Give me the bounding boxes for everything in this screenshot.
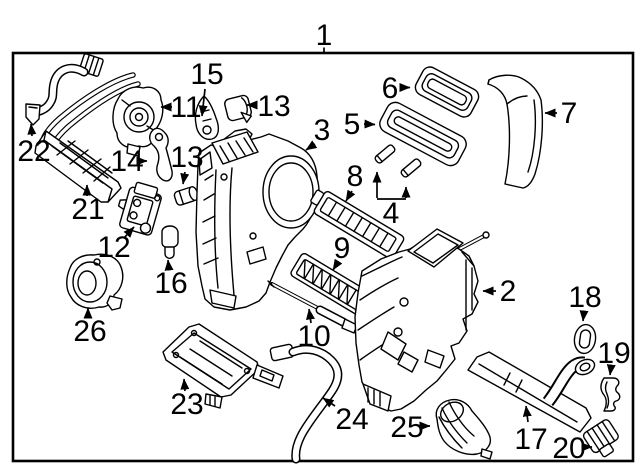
callout-2-label[interactable]: 2 — [500, 275, 517, 308]
callout-2[interactable]: 2 — [482, 275, 517, 308]
part-21-heater-core-drawing — [34, 130, 122, 203]
callout-18[interactable]: 18 — [568, 281, 602, 322]
callout-13a[interactable]: 13 — [246, 90, 291, 123]
callout-7-label[interactable]: 7 — [561, 97, 578, 130]
callout-23-label[interactable]: 23 — [170, 388, 203, 421]
part-26-cover-drawing — [66, 253, 124, 311]
part-10-rod-drawing — [267, 280, 358, 334]
callout-11[interactable]: 11 — [160, 91, 202, 124]
part-3-case-left-drawing — [195, 128, 320, 311]
callout-5-label[interactable]: 5 — [344, 108, 361, 141]
callout-5[interactable]: 5 — [344, 108, 376, 141]
callout-22-label[interactable]: 22 — [17, 135, 50, 168]
part-14-lever-drawing — [149, 127, 173, 182]
callout-4-label[interactable]: 4 — [383, 197, 400, 230]
part-23-lower-case-drawing — [162, 323, 284, 409]
part-5-seal-drawing — [379, 101, 467, 167]
callout-9-label[interactable]: 9 — [334, 232, 351, 265]
callout-7[interactable]: 7 — [544, 97, 578, 130]
part-6-seal-drawing — [414, 66, 480, 118]
callout-4[interactable]: 4 — [372, 171, 411, 230]
callout-18-label[interactable]: 18 — [568, 281, 601, 314]
callout-21-label[interactable]: 21 — [71, 193, 104, 226]
callout-11-label[interactable]: 11 — [170, 91, 201, 124]
callout-13a-label[interactable]: 13 — [257, 90, 290, 123]
callout-16-label[interactable]: 16 — [154, 267, 187, 300]
callout-20-label[interactable]: 20 — [552, 432, 585, 465]
callout-13b[interactable]: 13 — [170, 141, 204, 185]
callout-12-label[interactable]: 12 — [97, 231, 130, 264]
callout-1[interactable]: 1 — [316, 19, 333, 54]
callout-22[interactable]: 22 — [17, 123, 51, 168]
callout-23[interactable]: 23 — [170, 378, 204, 421]
callout-25-label[interactable]: 25 — [390, 411, 423, 444]
callout-14[interactable]: 14 — [110, 145, 148, 178]
callout-19[interactable]: 19 — [597, 337, 631, 376]
callout-6[interactable]: 6 — [382, 72, 411, 105]
callout-3[interactable]: 3 — [305, 114, 331, 151]
callout-10-label[interactable]: 10 — [297, 320, 330, 353]
part-16-clip-drawing — [161, 225, 179, 259]
callout-14-label[interactable]: 14 — [110, 145, 143, 178]
callout-6-label[interactable]: 6 — [382, 72, 399, 105]
callout-17[interactable]: 17 — [514, 405, 548, 456]
callout-8-label[interactable]: 8 — [347, 160, 364, 193]
part-7-duct-drawing — [487, 74, 544, 189]
part-4-seal-strips-drawing — [374, 144, 422, 178]
part-2-case-right-drawing — [354, 228, 490, 412]
callout-15[interactable]: 15 — [190, 58, 224, 117]
callout-26[interactable]: 26 — [73, 307, 107, 348]
part-25-duct-cover-drawing — [435, 398, 493, 460]
part-17-floor-duct-drawing — [467, 351, 596, 433]
callout-10[interactable]: 10 — [297, 308, 331, 353]
callout-17-label[interactable]: 17 — [514, 423, 547, 456]
callout-3-label[interactable]: 3 — [314, 114, 331, 147]
part-13-grommet-2-drawing — [173, 186, 199, 206]
callout-12[interactable]: 12 — [97, 226, 135, 264]
part-19-clip-drawing — [600, 377, 621, 412]
callout-8[interactable]: 8 — [345, 160, 364, 202]
callout-26-label[interactable]: 26 — [73, 315, 106, 348]
diagram-border — [11, 51, 635, 463]
part-24-drain-hose-drawing — [269, 343, 343, 464]
callout-25[interactable]: 25 — [390, 411, 431, 444]
part-20-connector-drawing — [582, 419, 619, 458]
callout-15-label[interactable]: 15 — [190, 58, 223, 91]
part-13-grommet-drawing — [224, 94, 253, 124]
callout-1-label[interactable]: 1 — [316, 19, 333, 52]
part-12-actuator-drawing — [117, 181, 162, 236]
part-18-seal-ring-drawing — [573, 323, 597, 355]
callout-24[interactable]: 24 — [322, 397, 369, 436]
callout-9[interactable]: 9 — [332, 232, 351, 271]
callout-16[interactable]: 16 — [154, 259, 188, 300]
part-22-heater-hose-drawing — [25, 53, 141, 148]
callout-20[interactable]: 20 — [552, 432, 593, 465]
callout-19-label[interactable]: 19 — [597, 337, 630, 370]
part-8-grille-drawing — [310, 189, 405, 260]
callout-24-label[interactable]: 24 — [335, 403, 368, 436]
callout-13b-label[interactable]: 13 — [170, 141, 203, 174]
callout-21[interactable]: 21 — [71, 184, 105, 226]
